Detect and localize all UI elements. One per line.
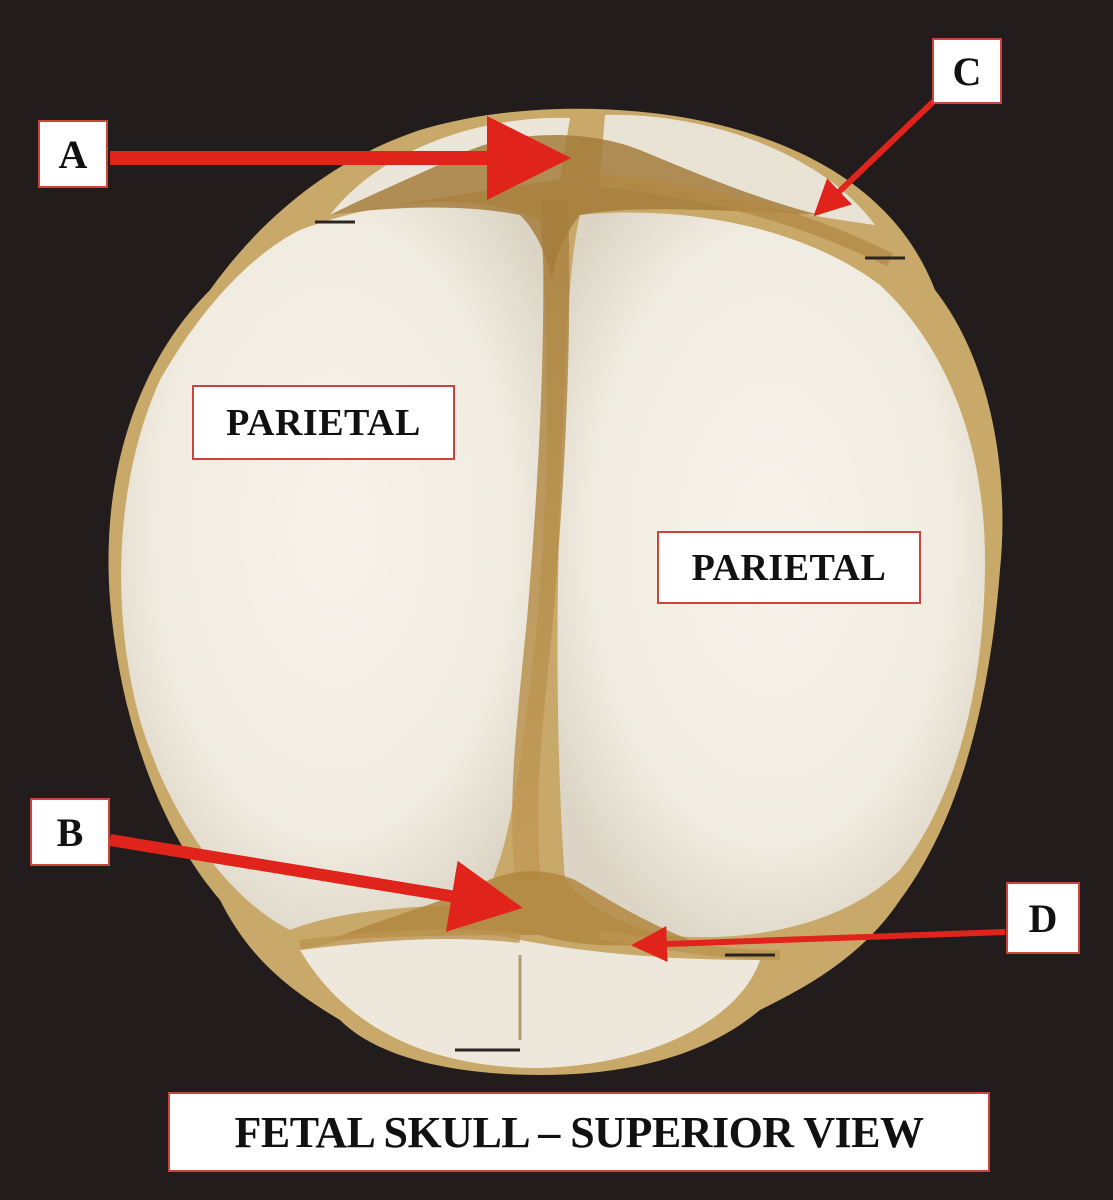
label-d: D (1006, 882, 1080, 954)
pointer-arrows (109, 97, 1006, 963)
arrow-d (631, 926, 1006, 963)
anterior-fontanelle (330, 135, 820, 280)
sagittal-suture (512, 199, 570, 882)
arrow-b (109, 834, 523, 932)
parietal-label-right: PARIETAL (657, 531, 921, 604)
label-a: A (38, 120, 108, 188)
specimen-marks (315, 220, 905, 1052)
label-b: B (30, 798, 110, 866)
occipital-bone (300, 931, 760, 1068)
coronal-suture (599, 173, 894, 267)
frontal-bone-right (600, 114, 875, 225)
label-c: C (932, 38, 1002, 104)
parietal-label-left: PARIETAL (192, 385, 455, 460)
arrow-c (813, 97, 938, 217)
figure-caption: FETAL SKULL – SUPERIOR VIEW (168, 1092, 990, 1172)
parietal-bone-left (121, 201, 548, 931)
